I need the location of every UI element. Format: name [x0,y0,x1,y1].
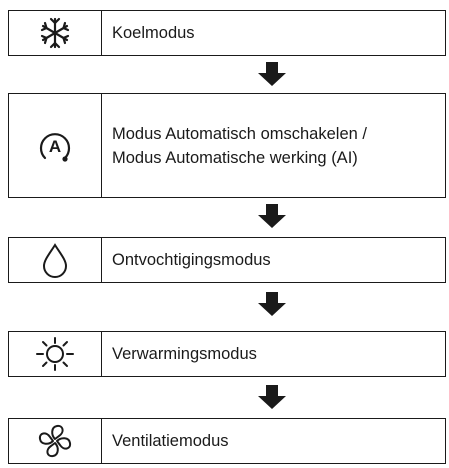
mode-row-fan: Ventilatiemodus [8,418,446,464]
mode-label-line: Koelmodus [112,24,195,42]
svg-text:A: A [49,137,61,156]
auto-a-icon: A [39,132,71,162]
mode-row-heat: Verwarmingsmodus [8,331,446,377]
mode-label: Verwarmingsmodus [102,332,445,376]
icon-cell [9,11,102,55]
mode-label: Koelmodus [102,11,445,55]
icon-cell [9,332,102,376]
icon-cell: A [9,94,102,197]
mode-label-line: Modus Automatisch omschakelen / [112,124,367,143]
mode-label-line: Ventilatiemodus [112,432,229,450]
down-arrow-icon [258,62,286,86]
mode-label-line: Ontvochtigingsmodus [112,251,271,269]
mode-row-auto: A Modus Automatisch omschakelen / Modus … [8,93,446,198]
sun-icon [36,337,74,371]
down-arrow-icon [258,292,286,316]
mode-row-cool: Koelmodus [8,10,446,56]
mode-label-line: Modus Automatische werking (AI) [112,148,358,167]
down-arrow-icon [258,385,286,409]
icon-cell [9,419,102,463]
mode-row-dry: Ontvochtigingsmodus [8,237,446,283]
mode-label: Ontvochtigingsmodus [102,238,445,282]
icon-cell [9,238,102,282]
mode-label: Ventilatiemodus [102,419,445,463]
mode-label: Modus Automatisch omschakelen / Modus Au… [102,94,445,197]
down-arrow-icon [258,204,286,228]
snowflake-icon [40,17,70,49]
droplet-icon [42,243,68,278]
fan-icon [38,424,72,458]
mode-label-line: Verwarmingsmodus [112,345,257,363]
